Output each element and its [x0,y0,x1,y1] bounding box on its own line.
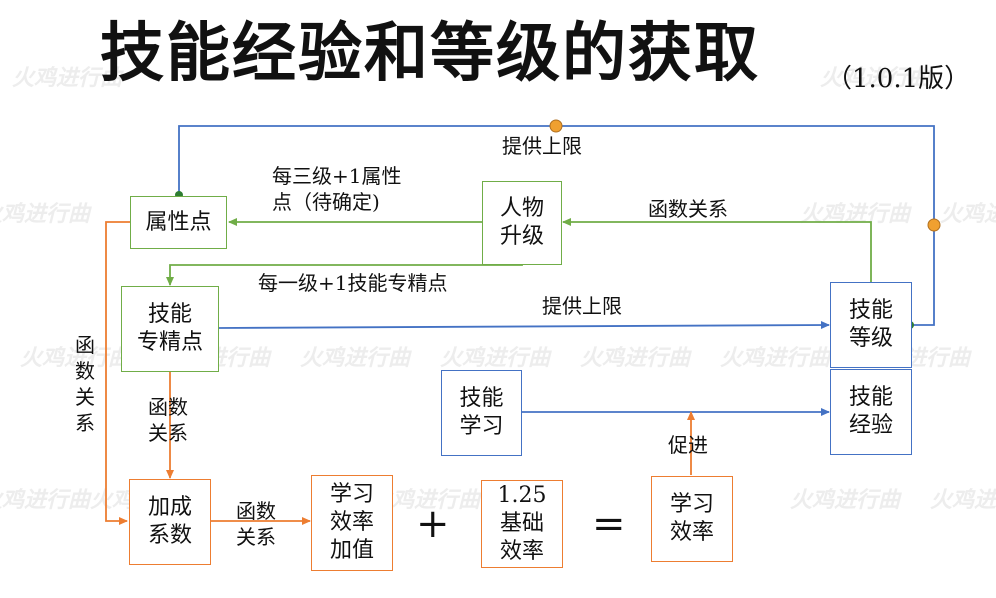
label-function-relation-mid: 函数 关系 [148,395,188,445]
connector-specialization-to-level [218,321,830,330]
connector-dot [549,119,563,133]
bonus-coefficient-box: 加成 系数 [129,479,211,565]
skill-experience-box: 技能 经验 [830,369,912,455]
page-title: 技能经验和等级的获取 [100,16,760,91]
skill-learning-box: 技能 学习 [441,370,522,456]
label-per-three-levels: 每三级+1属性 点（待确定) [272,164,402,214]
label-function-relation-top: 函数关系 [648,197,728,221]
learn-efficiency-bonus-box: 学习 效率 加值 [311,475,393,571]
plus-operator: + [416,501,450,547]
base-efficiency-box: 1.25 基础 效率 [481,480,563,568]
connector-dot [927,218,941,232]
equals-operator: = [592,501,626,547]
label-provide-cap-mid: 提供上限 [542,294,622,318]
skill-level-box: 技能 等级 [830,282,912,368]
label-function-relation-left: 函 数 关 系 [75,333,95,435]
attribute-points-box: 属性点 [130,196,227,249]
label-per-level: 每一级+1技能专精点 [258,271,448,295]
connector-level-to-levelup [562,218,872,282]
connector-provide-cap-top [178,125,935,326]
character-levelup-box: 人物 升级 [482,181,562,265]
version-label: （1.0.1版） [826,64,971,94]
skill-specialization-box: 技能 专精点 [121,286,219,372]
learn-efficiency-box: 学习 效率 [651,476,733,562]
connector-attr-to-bonus [105,221,130,525]
label-provide-cap-top: 提供上限 [502,134,582,158]
label-promote: 促进 [668,433,708,457]
label-function-relation-bottom: 函数 关系 [236,499,276,549]
